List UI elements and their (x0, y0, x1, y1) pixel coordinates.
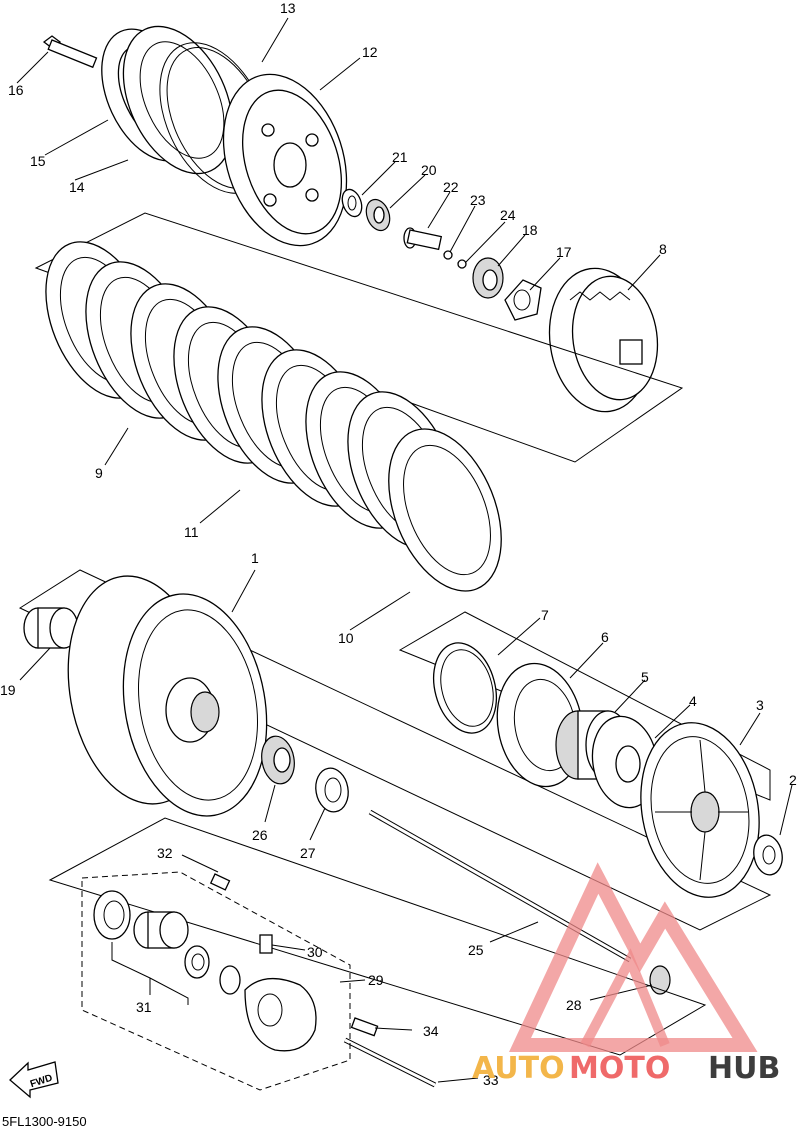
callout-7: 7 (541, 607, 549, 623)
release-bracket (48, 817, 707, 1056)
callout-10: 10 (338, 630, 354, 646)
callout-20: 20 (421, 162, 437, 178)
bleeder-30 (259, 934, 273, 954)
callout-12: 12 (362, 44, 378, 60)
callout-30: 30 (307, 944, 323, 960)
callout-24: 24 (500, 207, 516, 223)
watermark-logo (509, 862, 758, 1052)
washer-21 (341, 188, 363, 218)
ring-24 (457, 259, 467, 269)
pin-32 (209, 873, 231, 891)
release-cylinder-29 (244, 978, 317, 1052)
callout-3: 3 (756, 697, 764, 713)
callout-16: 16 (8, 82, 24, 98)
plate-7 (433, 642, 497, 734)
ball-23 (443, 250, 453, 260)
boot-29 (219, 965, 241, 995)
friction-plates (45, 241, 502, 592)
callout-14: 14 (69, 179, 85, 195)
callout-32: 32 (157, 845, 173, 861)
callout-27: 27 (300, 845, 316, 861)
watermark-auto: AUTO (472, 1051, 565, 1086)
push-rod-25 (368, 809, 632, 963)
callout-21: 21 (392, 149, 408, 165)
nut-18 (472, 257, 504, 299)
part-code: 5FL1300-9150 (2, 1114, 87, 1129)
leader-lines (16, 17, 793, 1083)
clutch-housing-1 (67, 575, 268, 817)
pressure-plate-12 (222, 73, 348, 247)
push-rod-33 (343, 1037, 437, 1088)
housing-bracket (18, 569, 772, 931)
callout-9: 9 (95, 465, 103, 481)
callout-2: 2 (789, 772, 797, 788)
washer-2 (753, 834, 783, 876)
watermark-moto: MOTO (569, 1051, 670, 1086)
lock-washer-17 (504, 279, 542, 321)
callout-6: 6 (601, 629, 609, 645)
watermark-hub: HUB (708, 1051, 780, 1086)
fwd-arrow-icon: FWD (9, 1061, 59, 1099)
callout-26: 26 (252, 827, 268, 843)
callout-33: 33 (483, 1072, 499, 1088)
seal-31b (184, 945, 210, 979)
callout-15: 15 (30, 153, 46, 169)
callout-17: 17 (556, 244, 572, 260)
callout-34: 34 (423, 1023, 439, 1039)
callout-8: 8 (659, 241, 667, 257)
clutch-boss-8 (548, 267, 659, 413)
callout-18: 18 (522, 222, 538, 238)
callout-19: 19 (0, 682, 16, 698)
push-rod-22 (403, 227, 443, 251)
gear-26 (261, 735, 295, 785)
callout-25: 25 (468, 942, 484, 958)
washer-27 (315, 767, 349, 813)
callout-1: 1 (251, 550, 259, 566)
seal-31a (93, 890, 131, 940)
piston-31 (133, 911, 189, 949)
bolt-16 (42, 35, 98, 69)
callout-labels: 1 2 3 4 5 6 7 8 9 10 11 12 13 14 15 16 1… (0, 0, 797, 1088)
callout-29: 29 (368, 972, 384, 988)
callout-13: 13 (280, 0, 296, 16)
callout-11: 11 (184, 524, 199, 540)
cap-28 (649, 965, 671, 995)
bolt-34 (350, 1017, 379, 1037)
disc-3 (640, 722, 760, 898)
callout-23: 23 (470, 192, 486, 208)
callout-5: 5 (641, 669, 649, 685)
watermark-text: AUTO MOTO HUB (472, 1051, 780, 1086)
callout-28: 28 (566, 997, 582, 1013)
spring-plate-14 (122, 25, 234, 175)
callout-31: 31 (136, 999, 152, 1015)
callout-4: 4 (689, 693, 697, 709)
bearing-20 (365, 198, 391, 232)
callout-22: 22 (443, 179, 459, 195)
